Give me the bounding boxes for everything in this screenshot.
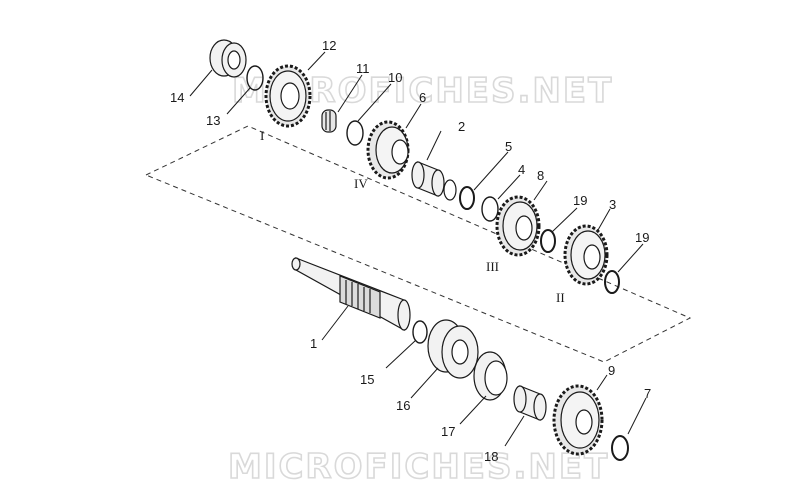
part-12-gear [264,64,312,128]
part-washer-small [443,179,457,201]
watermark-bottom: MICROFICHES.NET [228,447,609,487]
callout-2: 2 [458,119,465,134]
part-9-sprocket [552,384,604,456]
gear-label-i: I [260,128,264,143]
part-3-gear [563,224,609,286]
part-18-spacer [513,385,547,421]
part-1-shaft [291,257,411,332]
gear-labels: I II III IV [260,128,565,305]
part-6-gear [366,120,410,180]
callout-numbers: 1 2 3 4 5 6 7 8 9 10 11 12 13 14 15 16 1… [170,38,651,464]
part-13-washer [246,65,264,91]
callout-3: 3 [609,197,616,212]
gear-label-iv: IV [354,176,368,191]
callout-8: 8 [537,168,544,183]
part-11-needle-roller [321,109,337,133]
part-19-circlip-b [604,270,620,294]
callout-9: 9 [608,363,615,378]
callout-17: 17 [441,424,455,439]
callout-19a: 19 [573,193,587,208]
callout-7: 7 [644,386,651,401]
callout-5: 5 [505,139,512,154]
part-10-washer [346,120,364,146]
callout-14: 14 [170,90,184,105]
callout-16: 16 [396,398,410,413]
leader-lines [189,51,647,447]
part-17-seal [473,351,508,401]
callout-11: 11 [356,61,370,76]
callout-1: 1 [310,336,317,351]
gear-label-ii: II [556,290,565,305]
part-19-circlip-a [540,229,556,253]
part-2-bushing [411,161,445,197]
gear-label-iii: III [486,259,499,274]
callout-12: 12 [322,38,336,53]
callout-18: 18 [484,449,498,464]
callout-10: 10 [388,70,402,85]
callout-19b: 19 [635,230,649,245]
callout-6: 6 [419,90,426,105]
part-15-o-ring [412,320,428,344]
callout-4: 4 [518,162,525,177]
callout-15: 15 [360,372,374,387]
callout-13: 13 [206,113,220,128]
part-16-bearing [427,319,479,379]
part-5-circlip [459,186,475,210]
part-8-gear [495,195,541,257]
part-14-bearing [209,39,247,78]
part-4-washer [481,196,499,222]
assembly-dashed-outline [144,125,692,363]
part-7-circlip [611,435,629,461]
